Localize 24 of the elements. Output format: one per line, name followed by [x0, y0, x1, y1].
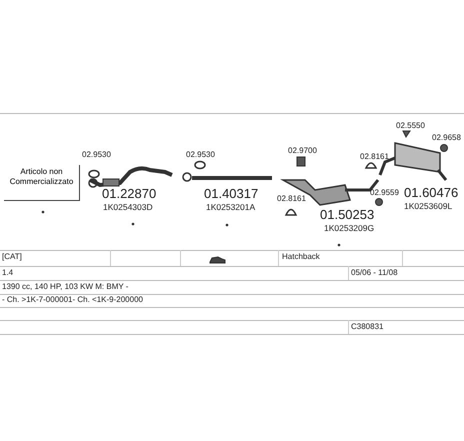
oe-number: 1K0253201A: [206, 202, 256, 212]
table-text: 05/06 - 11/08: [351, 268, 398, 277]
oe-number: 1K0254303D: [103, 202, 153, 212]
table-text: [CAT]: [2, 252, 22, 261]
part-number: 02.9530: [82, 150, 111, 159]
part-number: 01.60476: [404, 185, 458, 200]
part-number: 02.8161: [277, 194, 306, 203]
part-number: 01.22870: [102, 186, 156, 201]
part-number: 02.9658: [432, 133, 461, 142]
part-number: 02.9559: [370, 188, 399, 197]
part-number: 02.5550: [396, 121, 425, 130]
part-number: 02.8161: [360, 152, 389, 161]
part-number: 02.9530: [186, 150, 215, 159]
oe-number: 1K0253609L: [404, 201, 452, 211]
part-number: 01.40317: [204, 186, 258, 201]
part-number: 01.50253: [320, 207, 374, 222]
table-text: 1390 cc, 140 HP, 103 KW M: BMY -: [2, 282, 128, 291]
table-text: - Ch. >1K-7-000001- Ch. <1K-9-200000: [2, 295, 143, 304]
table-text: Hatchback: [282, 252, 320, 261]
part-number: 02.9700: [288, 146, 317, 155]
note-box: Articolo non Commercializzato: [4, 165, 80, 201]
oe-number: 1K0253209G: [324, 223, 374, 233]
table-text: 1.4: [2, 268, 14, 277]
table-text: C380831: [351, 322, 384, 331]
